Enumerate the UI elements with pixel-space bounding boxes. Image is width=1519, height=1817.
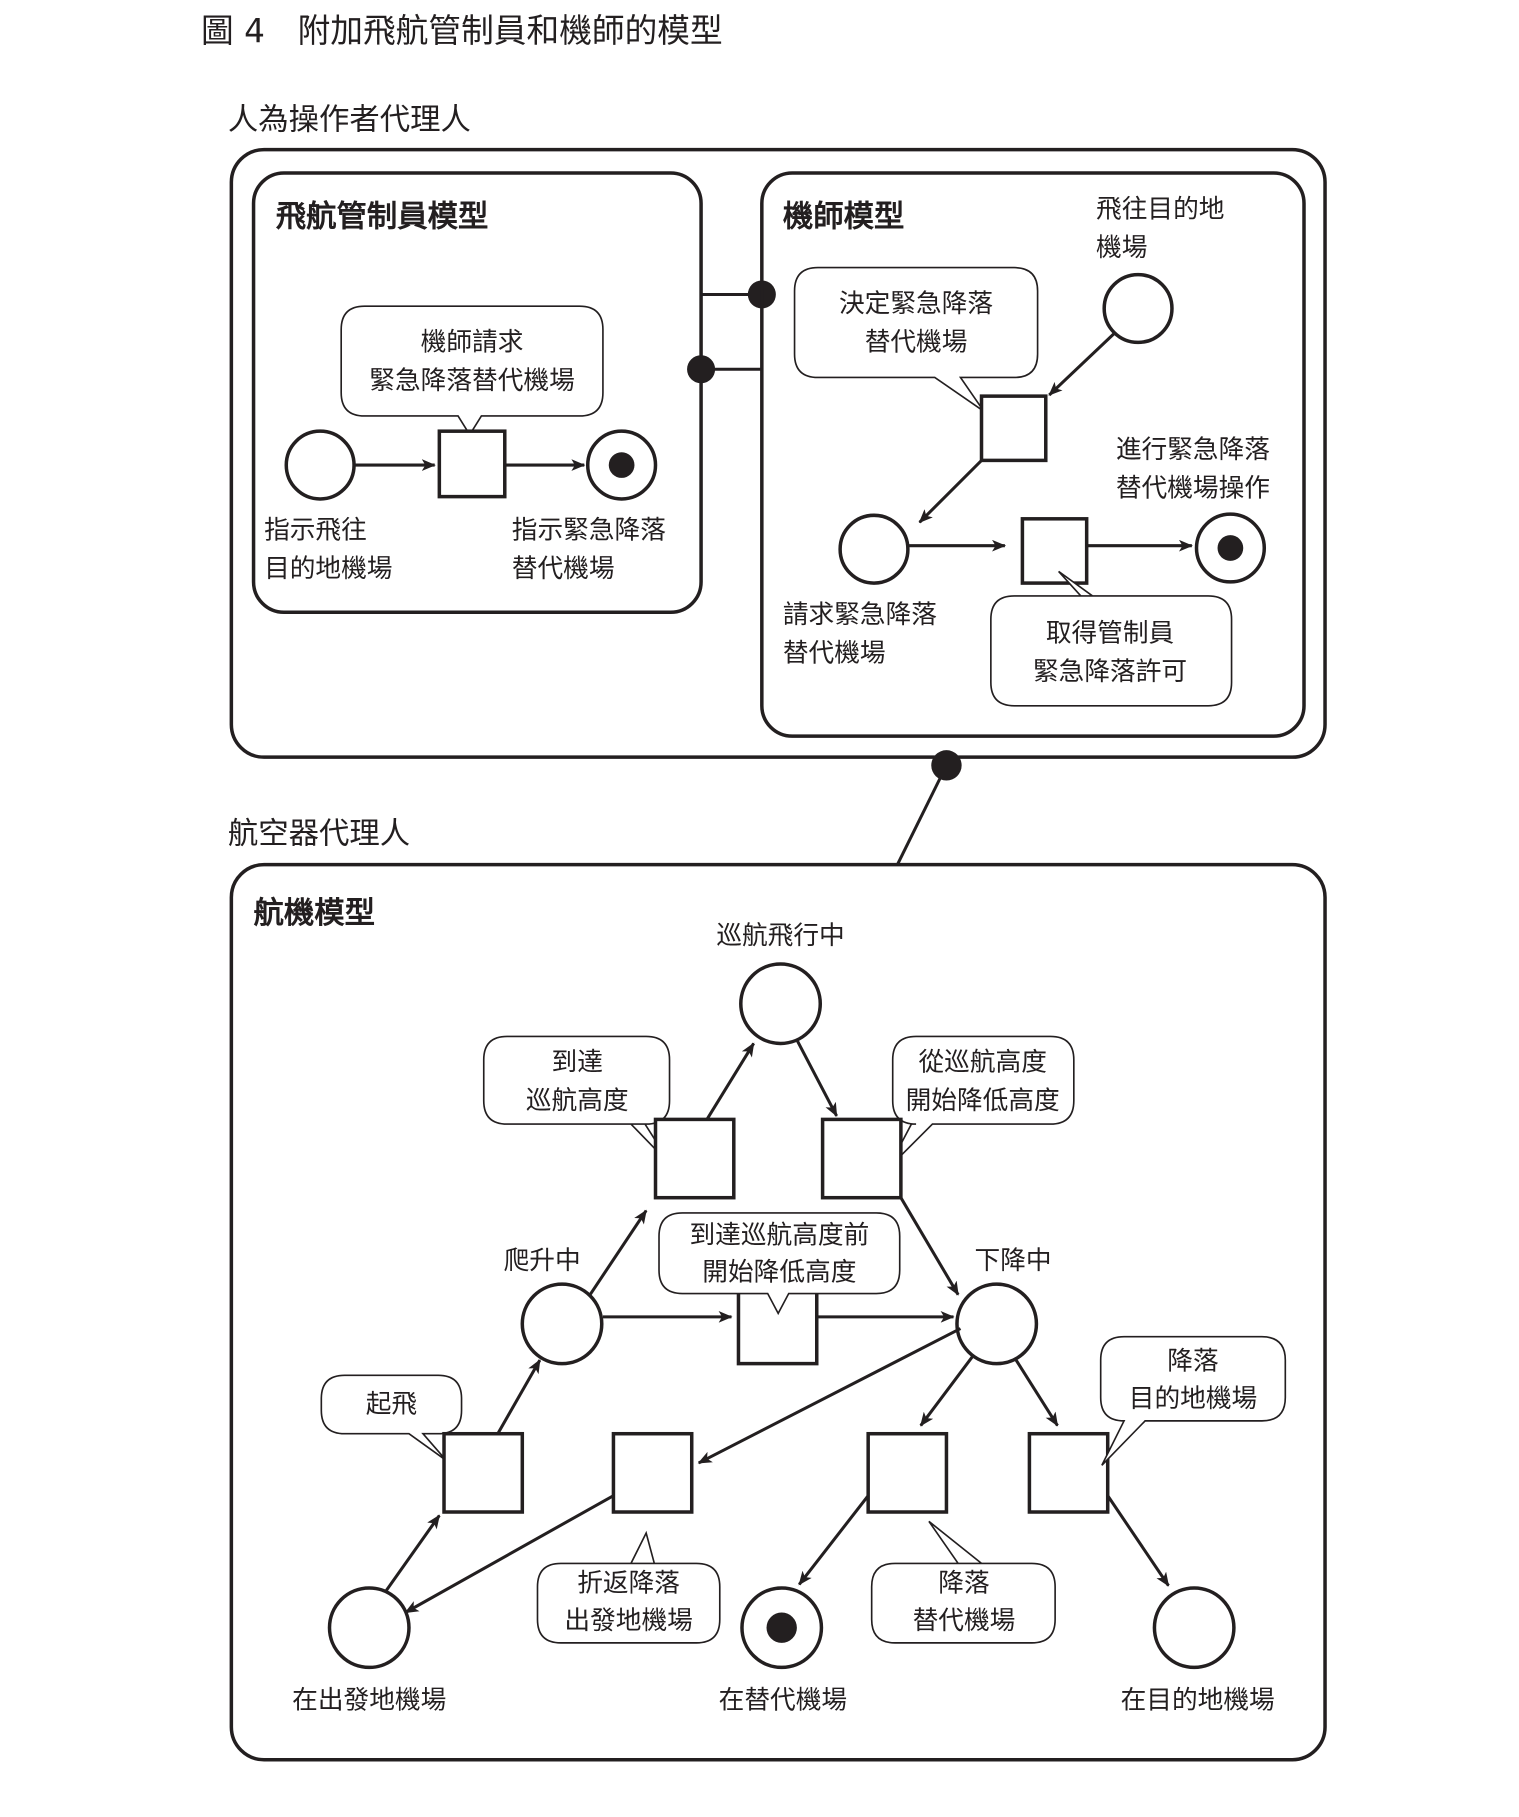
arc-return-origin-to-origin [404, 1494, 615, 1614]
pilot-t1-callout-line1: 決定緊急降落 [839, 289, 993, 319]
arc-descending-to-return-origin [697, 1327, 962, 1465]
token [608, 452, 635, 478]
destination-label: 在目的地機場 [1121, 1685, 1275, 1715]
early-descent-callout-line1: 到達巡航高度前 [689, 1220, 869, 1250]
early-descent-callout: 到達巡航高度前 開始降低高度 [658, 1212, 901, 1316]
start-descent-callout-line1: 從巡航高度 [918, 1047, 1046, 1077]
arc-takeoff-to-climbing [496, 1359, 542, 1435]
place-at-destination [1152, 1586, 1236, 1670]
aircraft-model-frame [229, 862, 1327, 1762]
return-origin-callout-line2: 出發地機場 [564, 1606, 692, 1636]
place-at-origin [327, 1586, 411, 1670]
place-pilot-request-alternate [838, 513, 910, 585]
atc-model: 飛航管制員模型 機師請求 緊急降落替代機場 指示飛往 目的地機場 指示緊急降落 … [251, 171, 703, 615]
land-destination-callout-line2: 目的地機場 [1129, 1384, 1257, 1414]
cruise-label: 巡航飛行中 [716, 921, 844, 951]
token [766, 1612, 797, 1643]
atc-p1-label-line2: 目的地機場 [264, 554, 392, 584]
transition-pilot-t1 [979, 394, 1048, 463]
human-agent-label: 人為操作者代理人 [228, 103, 471, 138]
start-descent-callout-line2: 開始降低高度 [906, 1086, 1060, 1116]
arc-cruising-to-start-descent [795, 1039, 838, 1117]
pilot-t2-callout-line2: 緊急降落許可 [1033, 657, 1187, 687]
agent-connector-dot [931, 750, 962, 781]
atc-t1-callout: 機師請求 緊急降落替代機場 [340, 305, 604, 437]
transition-reach-cruise [653, 1117, 736, 1200]
human-agent-frame [229, 147, 1327, 759]
place-pilot-fly-destination [1102, 272, 1174, 345]
arc-land-destination-to-destination [1106, 1494, 1170, 1587]
pilot-p1-label-line1: 飛往目的地 [1096, 194, 1224, 224]
place-cruising [739, 962, 823, 1046]
atc-model-title: 飛航管制員模型 [276, 199, 489, 235]
arc-start-descent-to-descending [899, 1196, 960, 1296]
transition-atc-t1 [437, 429, 507, 499]
land-alternate-callout-line1: 降落 [938, 1568, 989, 1598]
place-climbing [520, 1282, 604, 1366]
connector-dot [687, 355, 716, 384]
pilot-p2-label-line2: 替代機場 [783, 638, 886, 668]
arc-climbing-to-reach-cruise [588, 1209, 648, 1296]
land-destination-callout: 降落 目的地機場 [1099, 1335, 1287, 1466]
pilot-t2-callout: 取得管制員 緊急降落許可 [990, 570, 1233, 707]
atc-t1-callout-line2: 緊急降落替代機場 [369, 366, 575, 396]
pilot-p2-label-line1: 請求緊急降落 [783, 600, 937, 630]
pilot-t1-callout: 決定緊急降落 替代機場 [793, 266, 1039, 412]
takeoff-callout-text: 起飛 [366, 1390, 417, 1420]
transition-start-descent [820, 1117, 903, 1200]
arc-land-alternate-to-alternate [798, 1494, 870, 1586]
pilot-model-frame [760, 171, 1306, 738]
place-descending [955, 1282, 1039, 1366]
early-descent-callout-line2: 開始降低高度 [702, 1258, 856, 1288]
pilot-p3-label-line2: 替代機場操作 [1116, 474, 1270, 504]
start-descent-callout: 從巡航高度 開始降低高度 [887, 1035, 1075, 1170]
aircraft-agent-label: 航空器代理人 [228, 817, 410, 852]
climb-label: 爬升中 [504, 1246, 581, 1276]
token [1217, 535, 1244, 561]
atc-p2-label-line2: 替代機場 [512, 554, 615, 584]
pilot-model: 機師模型 飛往目的地 機場 決定緊急降落 替代機場 進行緊急降落 替代機場操作 … [760, 171, 1306, 738]
reach-cruise-callout-line2: 巡航高度 [526, 1086, 629, 1116]
transition-land-alternate [866, 1431, 949, 1514]
transition-return-origin [611, 1431, 694, 1514]
figure-title: 圖 4 附加飛航管制員和機師的模型 [201, 12, 723, 50]
atc-model-frame [251, 171, 703, 615]
pilot-p3-label-line1: 進行緊急降落 [1116, 435, 1270, 465]
reach-cruise-callout: 到達 巡航高度 [482, 1035, 673, 1167]
transition-pilot-t2 [1020, 517, 1089, 585]
pilot-p1-label-line2: 機場 [1096, 233, 1147, 263]
land-alternate-callout-line2: 替代機場 [913, 1606, 1016, 1636]
pilot-model-title: 機師模型 [783, 200, 905, 235]
land-destination-callout-line1: 降落 [1167, 1346, 1218, 1376]
arc-descending-to-land-alternate [919, 1354, 975, 1427]
atc-p2-label-line1: 指示緊急降落 [512, 516, 666, 546]
takeoff-callout: 起飛 [320, 1374, 463, 1462]
transition-land-destination [1027, 1431, 1110, 1514]
arc-origin-to-takeoff [384, 1514, 441, 1593]
return-origin-callout-line1: 折返降落 [577, 1568, 680, 1598]
reach-cruise-callout-line1: 到達 [552, 1047, 603, 1077]
transition-takeoff [442, 1431, 525, 1514]
pilot-t2-callout-line1: 取得管制員 [1046, 619, 1174, 649]
atc-t1-callout-line1: 機師請求 [421, 328, 524, 358]
place-atc-instruct-destination [284, 429, 356, 501]
arc-reach-cruise-to-cruising [705, 1042, 755, 1121]
pilot-t1-callout-line2: 替代機場 [865, 328, 968, 358]
atc-p1-label-line1: 指示飛往 [264, 516, 367, 546]
agent-connector-line [896, 764, 948, 866]
arc-descending-to-land-destination [1014, 1358, 1059, 1427]
alternate-label: 在替代機場 [719, 1685, 847, 1715]
arc-pilot-p1-t1 [1048, 331, 1116, 397]
arc-pilot-t1-p2 [918, 459, 983, 524]
return-origin-callout: 折返降落 出發地機場 [536, 1530, 721, 1644]
descend-label: 下降中 [975, 1246, 1052, 1276]
origin-label: 在出發地機場 [292, 1685, 446, 1715]
land-alternate-callout: 降落 替代機場 [870, 1520, 1056, 1644]
aircraft-model-title: 航機模型 [254, 895, 376, 931]
